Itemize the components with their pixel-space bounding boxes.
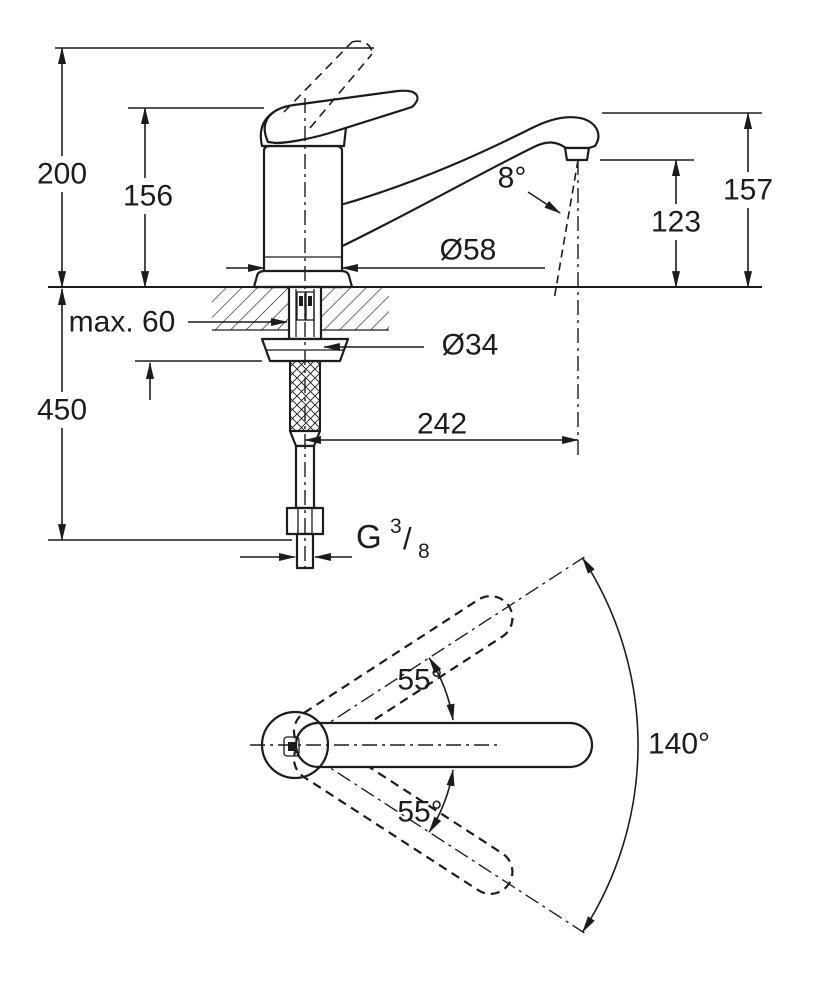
dim-hose-length: 450 <box>37 287 292 542</box>
thread-prefix-label: G <box>356 518 382 555</box>
swing-arc-up: 55° <box>397 657 455 722</box>
dim-swing-down-label: 55° <box>397 796 442 829</box>
dim-hole-diameter: Ø34 <box>322 329 499 362</box>
aerator-outline <box>563 146 591 162</box>
dim-swing-up-label: 55° <box>397 664 442 697</box>
swivel-dashed-positions <box>292 556 585 934</box>
arc-55-up <box>428 657 455 722</box>
dim-max-counter-label: max. 60 <box>69 306 176 339</box>
dim-hose-length-label: 450 <box>37 394 87 427</box>
dim-8deg-leader <box>527 191 561 214</box>
top-view: 55° 55° 140° <box>250 556 710 934</box>
dim-spout-height: 157 <box>602 111 773 289</box>
connector-nut-facets <box>297 508 313 534</box>
dim-hole-diameter-label: Ø34 <box>442 329 499 362</box>
supply-tube-right <box>305 291 315 321</box>
countertop-section <box>48 286 762 331</box>
lever-raised-outline <box>283 40 373 129</box>
dim-reach: 242 <box>303 408 580 445</box>
lever-handle <box>263 89 419 145</box>
swivel-range-arc: 140° <box>582 557 710 933</box>
dim-base-diameter-label: Ø58 <box>440 234 497 267</box>
faucet-outline <box>252 89 600 289</box>
counter-hatch-left <box>212 288 289 330</box>
dim-body-height-label: 156 <box>123 180 173 213</box>
axis-down <box>313 756 585 934</box>
lever-raised-dashed <box>283 40 373 129</box>
water-stream-line <box>553 159 579 301</box>
dim-spray-angle-label: 8° <box>498 162 527 195</box>
dim-thread-size: G 3 / 8 <box>240 515 430 563</box>
base-escutcheon <box>252 269 354 289</box>
faucet-body <box>262 144 344 289</box>
swing-arc-down: 55° <box>397 768 455 833</box>
dim-swivel-range-label: 140° <box>648 728 710 761</box>
supply-tube-right-core <box>308 296 312 306</box>
dim-max-counter-thickness: max. 60 <box>69 306 289 400</box>
reference-axes <box>304 98 579 570</box>
dim-body-height: 156 <box>123 106 264 289</box>
dim-base-diameter: Ø58 <box>226 234 545 273</box>
supply-tube-left-core <box>299 296 303 306</box>
base-circle-top-view <box>260 710 330 780</box>
dim-outlet-height-label: 123 <box>651 206 701 239</box>
dim-outlet-height: 123 <box>600 158 701 289</box>
side-view: 200 156 157 123 8° Ø <box>37 40 773 570</box>
dim-spout-height-label: 157 <box>723 174 773 207</box>
thread-denominator-label: 8 <box>418 540 430 563</box>
thread-numerator-label: 3 <box>390 515 402 538</box>
dim-total-height-label: 200 <box>37 158 87 191</box>
arc-140 <box>582 557 639 933</box>
counter-hatch-right <box>321 288 389 330</box>
base-center-core <box>288 742 295 751</box>
dim-spray-angle: 8° <box>498 162 561 214</box>
arc-55-down <box>428 768 455 833</box>
thread-slash-label: / <box>403 521 412 556</box>
axis-up <box>313 556 585 734</box>
dim-total-height: 200 <box>37 46 374 289</box>
base-center-detail <box>283 736 300 757</box>
dim-reach-label: 242 <box>417 408 467 441</box>
spout-outline <box>328 116 600 254</box>
